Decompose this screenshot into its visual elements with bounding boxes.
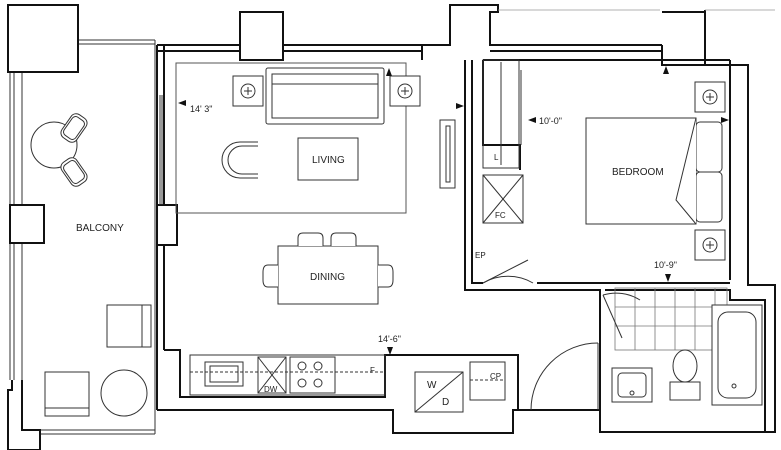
nightstand xyxy=(694,81,726,261)
laundry xyxy=(414,361,506,413)
sofa xyxy=(265,67,385,125)
bed xyxy=(585,117,723,225)
side-table xyxy=(232,75,421,107)
toilet xyxy=(669,349,701,401)
dimension-bedroom-depth: 10'-0" xyxy=(539,116,562,126)
dimension-bedroom-width: 10'-9" xyxy=(654,260,677,270)
balcony-furniture xyxy=(30,113,152,417)
balcony-column xyxy=(7,4,79,73)
fixture-label-dw: DW xyxy=(264,385,278,394)
fixture-label-ep: EP xyxy=(475,251,486,260)
tv-stand xyxy=(439,119,456,189)
fan-coil xyxy=(482,174,524,224)
living-rug xyxy=(175,62,407,214)
wall-column xyxy=(661,11,706,66)
kitchen-counter xyxy=(189,354,386,396)
room-label-dining: DINING xyxy=(310,272,345,283)
fixture-label-fc: FC xyxy=(495,211,506,220)
entry-door xyxy=(530,342,599,411)
coffee-table xyxy=(297,137,359,181)
bedroom-door xyxy=(482,259,534,284)
room-label-bedroom: BEDROOM xyxy=(612,167,664,178)
wall-column xyxy=(421,4,499,60)
balcony-column xyxy=(9,204,45,244)
bathroom-door xyxy=(602,292,641,339)
bathtub xyxy=(711,304,763,406)
wall-column xyxy=(156,204,178,246)
dimension-arrows xyxy=(178,66,729,355)
fixture-label-linen: L xyxy=(494,153,499,162)
room-label-living: LIVING xyxy=(312,155,345,166)
linen-closet xyxy=(482,59,522,169)
armchair xyxy=(221,141,258,179)
wall-column xyxy=(239,11,284,61)
fixture-label-cp: CP xyxy=(490,372,501,381)
dimension-living-width: 14' 3" xyxy=(190,104,212,114)
room-label-balcony: BALCONY xyxy=(76,223,124,234)
dining-set xyxy=(262,232,394,305)
fixture-label-fridge: F xyxy=(370,366,375,375)
dimension-dining-length: 14'-6" xyxy=(378,334,401,344)
fixture-label-washer: W xyxy=(427,380,437,391)
balcony-corner-wall xyxy=(7,380,41,450)
vanity xyxy=(611,367,653,403)
bathroom-floor-tiles xyxy=(614,287,728,351)
fixture-label-dryer: D xyxy=(442,397,449,408)
